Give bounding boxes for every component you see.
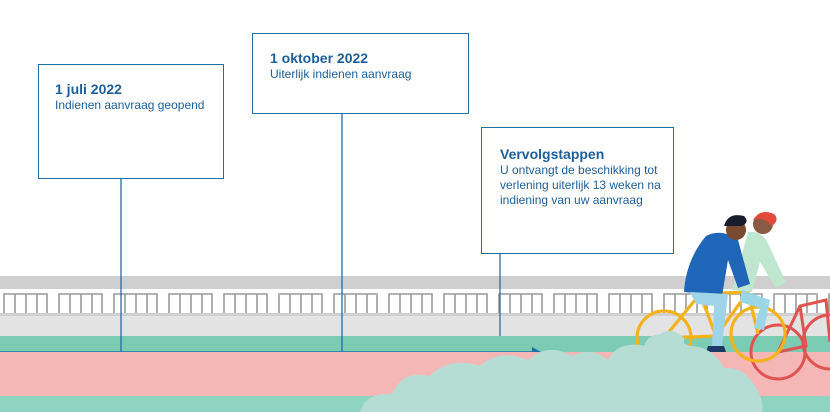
milestone-title: 1 juli 2022: [55, 81, 122, 97]
railing-panel: [443, 293, 488, 313]
railing-panel: [663, 293, 708, 313]
railing-panel: [498, 293, 543, 313]
milestone-card-2: 1 oktober 2022 Uiterlijk indienen aanvra…: [252, 33, 469, 114]
bridge: [0, 276, 830, 336]
railing-panel: [3, 293, 48, 313]
bushes: [360, 330, 763, 412]
railing-panel: [608, 293, 653, 313]
milestone-description: Indienen aanvraag geopend: [55, 98, 205, 112]
milestone-description: U ontvangt de beschikking tot verlening …: [500, 163, 661, 207]
milestone-card-3: Vervolgstappen U ontvangt de beschikking…: [481, 127, 674, 254]
railing-panel: [333, 293, 378, 313]
railing-panel: [223, 293, 268, 313]
railing-panel: [58, 293, 103, 313]
railing-panel: [553, 293, 598, 313]
railing-panel: [388, 293, 433, 313]
cyclist-icon: [684, 215, 750, 352]
milestone-card-1: 1 juli 2022 Indienen aanvraag geopend: [38, 64, 224, 179]
bicycle-icon: [749, 298, 830, 381]
milestone-description: Uiterlijk indienen aanvraag: [270, 67, 412, 81]
milestone-title: Vervolgstappen: [500, 146, 605, 162]
railing-panel: [113, 293, 158, 313]
railing-panel: [278, 293, 323, 313]
railing-panel: [168, 293, 213, 313]
railing-panel: [773, 293, 818, 313]
milestone-title: 1 oktober 2022: [270, 50, 369, 66]
railing-panel: [718, 293, 763, 313]
cyclists: [635, 212, 830, 381]
